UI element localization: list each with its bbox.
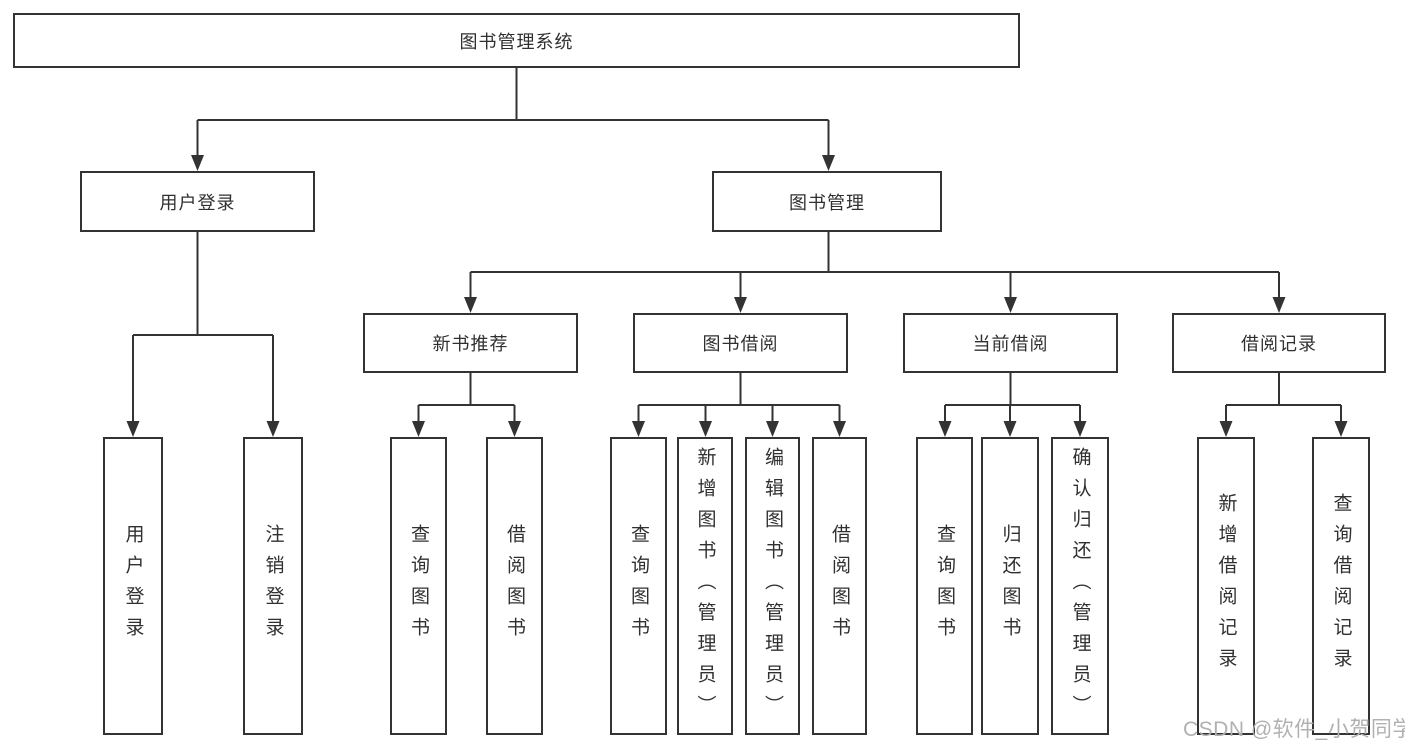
node-new-book-recommendation: 新书推荐 <box>363 313 578 373</box>
leaf-logout: 注销登录 <box>243 437 303 735</box>
leaf-query-books-borrowing: 查询图书 <box>610 437 667 735</box>
node-book-management: 图书管理 <box>712 171 942 232</box>
leaf-add-books-admin: 新增图书（管理员） <box>677 437 733 735</box>
leaf-return-books: 归还图书 <box>981 437 1039 735</box>
leaf-edit-books-admin: 编辑图书（管理员） <box>745 437 800 735</box>
leaf-user-login: 用户登录 <box>103 437 163 735</box>
leaf-add-borrow-record: 新增借阅记录 <box>1197 437 1255 735</box>
leaf-query-books-current: 查询图书 <box>916 437 973 735</box>
csdn-watermark: CSDN @软件_小贺同学 <box>1183 718 1405 741</box>
leaf-borrow-books: 借阅图书 <box>812 437 867 735</box>
node-current-borrowing: 当前借阅 <box>903 313 1118 373</box>
node-library-management-system: 图书管理系统 <box>13 13 1020 68</box>
node-borrowing-records: 借阅记录 <box>1172 313 1386 373</box>
node-book-borrowing: 图书借阅 <box>633 313 848 373</box>
leaf-query-books-recommend: 查询图书 <box>390 437 447 735</box>
node-user-login-branch: 用户登录 <box>80 171 315 232</box>
leaf-query-borrow-record: 查询借阅记录 <box>1312 437 1370 735</box>
leaf-borrow-books-recommend: 借阅图书 <box>486 437 543 735</box>
leaf-confirm-return-admin: 确认归还（管理员） <box>1051 437 1109 735</box>
